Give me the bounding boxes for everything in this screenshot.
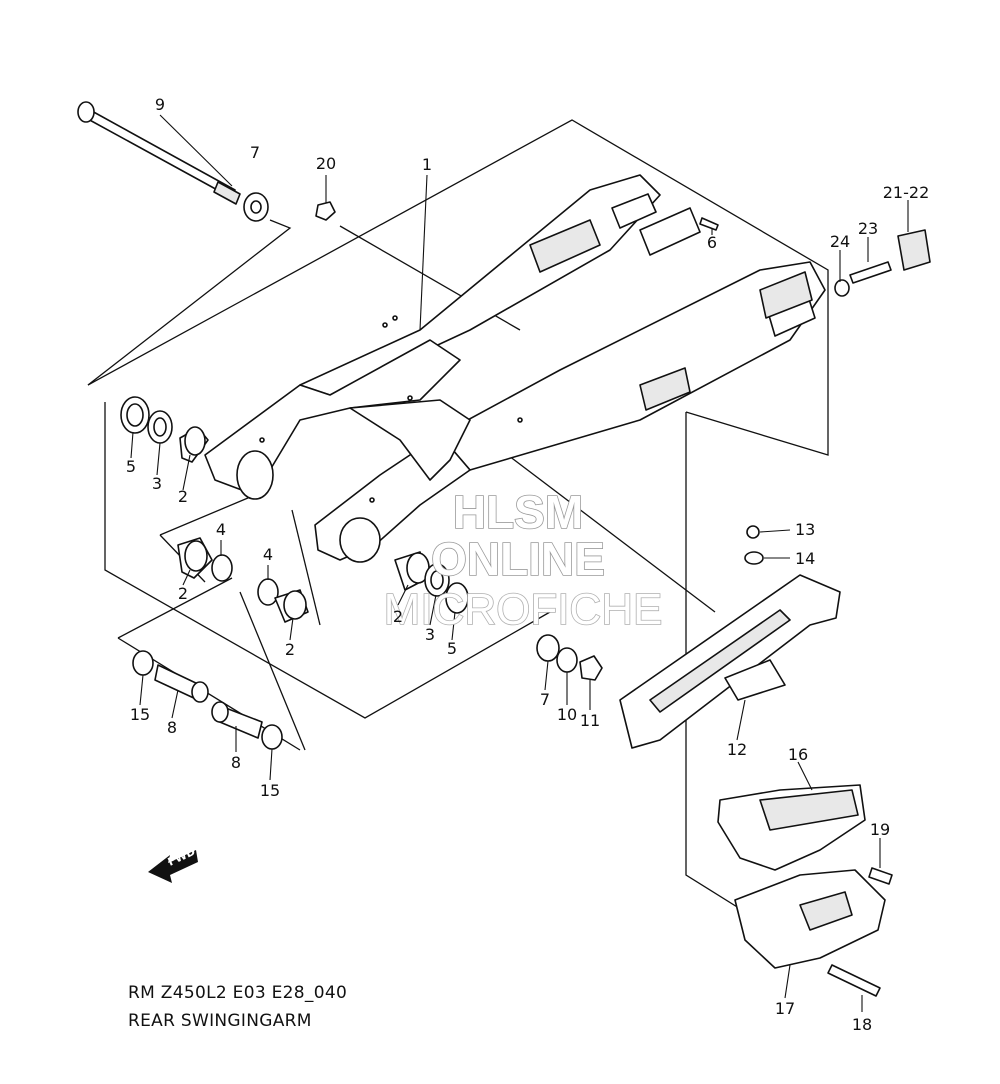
right-bearing-group bbox=[394, 551, 469, 614]
callout-14: 14 bbox=[795, 549, 815, 568]
watermark-line2: ONLINE bbox=[431, 533, 605, 585]
callout-2: 2 bbox=[178, 584, 188, 603]
callout-2: 2 bbox=[178, 487, 188, 506]
callout-18: 18 bbox=[852, 1015, 872, 1034]
callouts: 1 2 2 2 2 3 3 4 4 5 5 6 7 7 8 8 9 10 11 … bbox=[126, 95, 929, 1034]
callout-4: 4 bbox=[263, 545, 273, 564]
washer-14 bbox=[744, 551, 764, 565]
watermark-line1: HLSM bbox=[453, 486, 583, 538]
callout-17: 17 bbox=[775, 999, 795, 1018]
callout-6: 6 bbox=[707, 233, 717, 252]
callout-10: 10 bbox=[557, 705, 577, 724]
model-code: RM Z450L2 E03 E28_040 bbox=[128, 983, 347, 1003]
nut-20 bbox=[315, 201, 336, 221]
left-bearing-group-upper bbox=[120, 396, 209, 463]
callout-13: 13 bbox=[795, 520, 815, 539]
bolt-6 bbox=[699, 217, 719, 231]
pivot-bolt bbox=[77, 101, 241, 205]
callout-15: 15 bbox=[130, 705, 150, 724]
chain-slider-12 bbox=[619, 574, 841, 749]
callout-9: 9 bbox=[155, 95, 165, 114]
callout-19: 19 bbox=[870, 820, 890, 839]
washer-7-bottom bbox=[536, 634, 560, 662]
screw-13 bbox=[746, 525, 760, 539]
chain-guide-17 bbox=[734, 869, 886, 969]
callout-7: 7 bbox=[540, 690, 550, 709]
callout-2: 2 bbox=[285, 640, 295, 659]
nut-11 bbox=[579, 655, 603, 681]
nut-24 bbox=[834, 279, 850, 297]
callout-20: 20 bbox=[316, 154, 336, 173]
chain-adjuster-21-22 bbox=[897, 229, 931, 271]
callout-7: 7 bbox=[250, 143, 260, 162]
washer-10 bbox=[556, 647, 578, 673]
watermark-line3: MICROFICHE bbox=[384, 585, 663, 634]
chain-guide-16 bbox=[717, 784, 866, 871]
callout-3: 3 bbox=[152, 474, 162, 493]
bolt-19 bbox=[868, 867, 893, 885]
swingarm bbox=[204, 174, 826, 563]
pivot-collars bbox=[132, 650, 283, 750]
callout-5: 5 bbox=[126, 457, 136, 476]
callout-3: 3 bbox=[425, 625, 435, 644]
watermark: HLSM ONLINE MICROFICHE bbox=[383, 485, 663, 635]
callout-11: 11 bbox=[580, 711, 600, 730]
callout-5: 5 bbox=[447, 639, 457, 658]
callout-15: 15 bbox=[260, 781, 280, 800]
callout-2: 2 bbox=[393, 607, 403, 626]
bolt-18 bbox=[827, 964, 881, 997]
leader-lines bbox=[130, 114, 909, 1012]
callout-24: 24 bbox=[830, 232, 850, 251]
callout-8: 8 bbox=[167, 718, 177, 737]
callout-16: 16 bbox=[788, 745, 808, 764]
left-bearing-group-lower bbox=[177, 537, 309, 623]
callout-1: 1 bbox=[422, 155, 432, 174]
washer-7-top-hole bbox=[250, 200, 262, 214]
forward-arrow-icon: FWD bbox=[148, 845, 198, 883]
callout-21-22: 21-22 bbox=[883, 183, 930, 202]
callout-12: 12 bbox=[727, 740, 747, 759]
adjuster-bolt-23 bbox=[849, 261, 892, 284]
caption: RM Z450L2 E03 E28_040 REAR SWINGINGARM bbox=[128, 983, 347, 1031]
callout-4: 4 bbox=[216, 520, 226, 539]
callout-8: 8 bbox=[231, 753, 241, 772]
section-title: REAR SWINGINGARM bbox=[128, 1011, 312, 1031]
callout-23: 23 bbox=[858, 219, 878, 238]
